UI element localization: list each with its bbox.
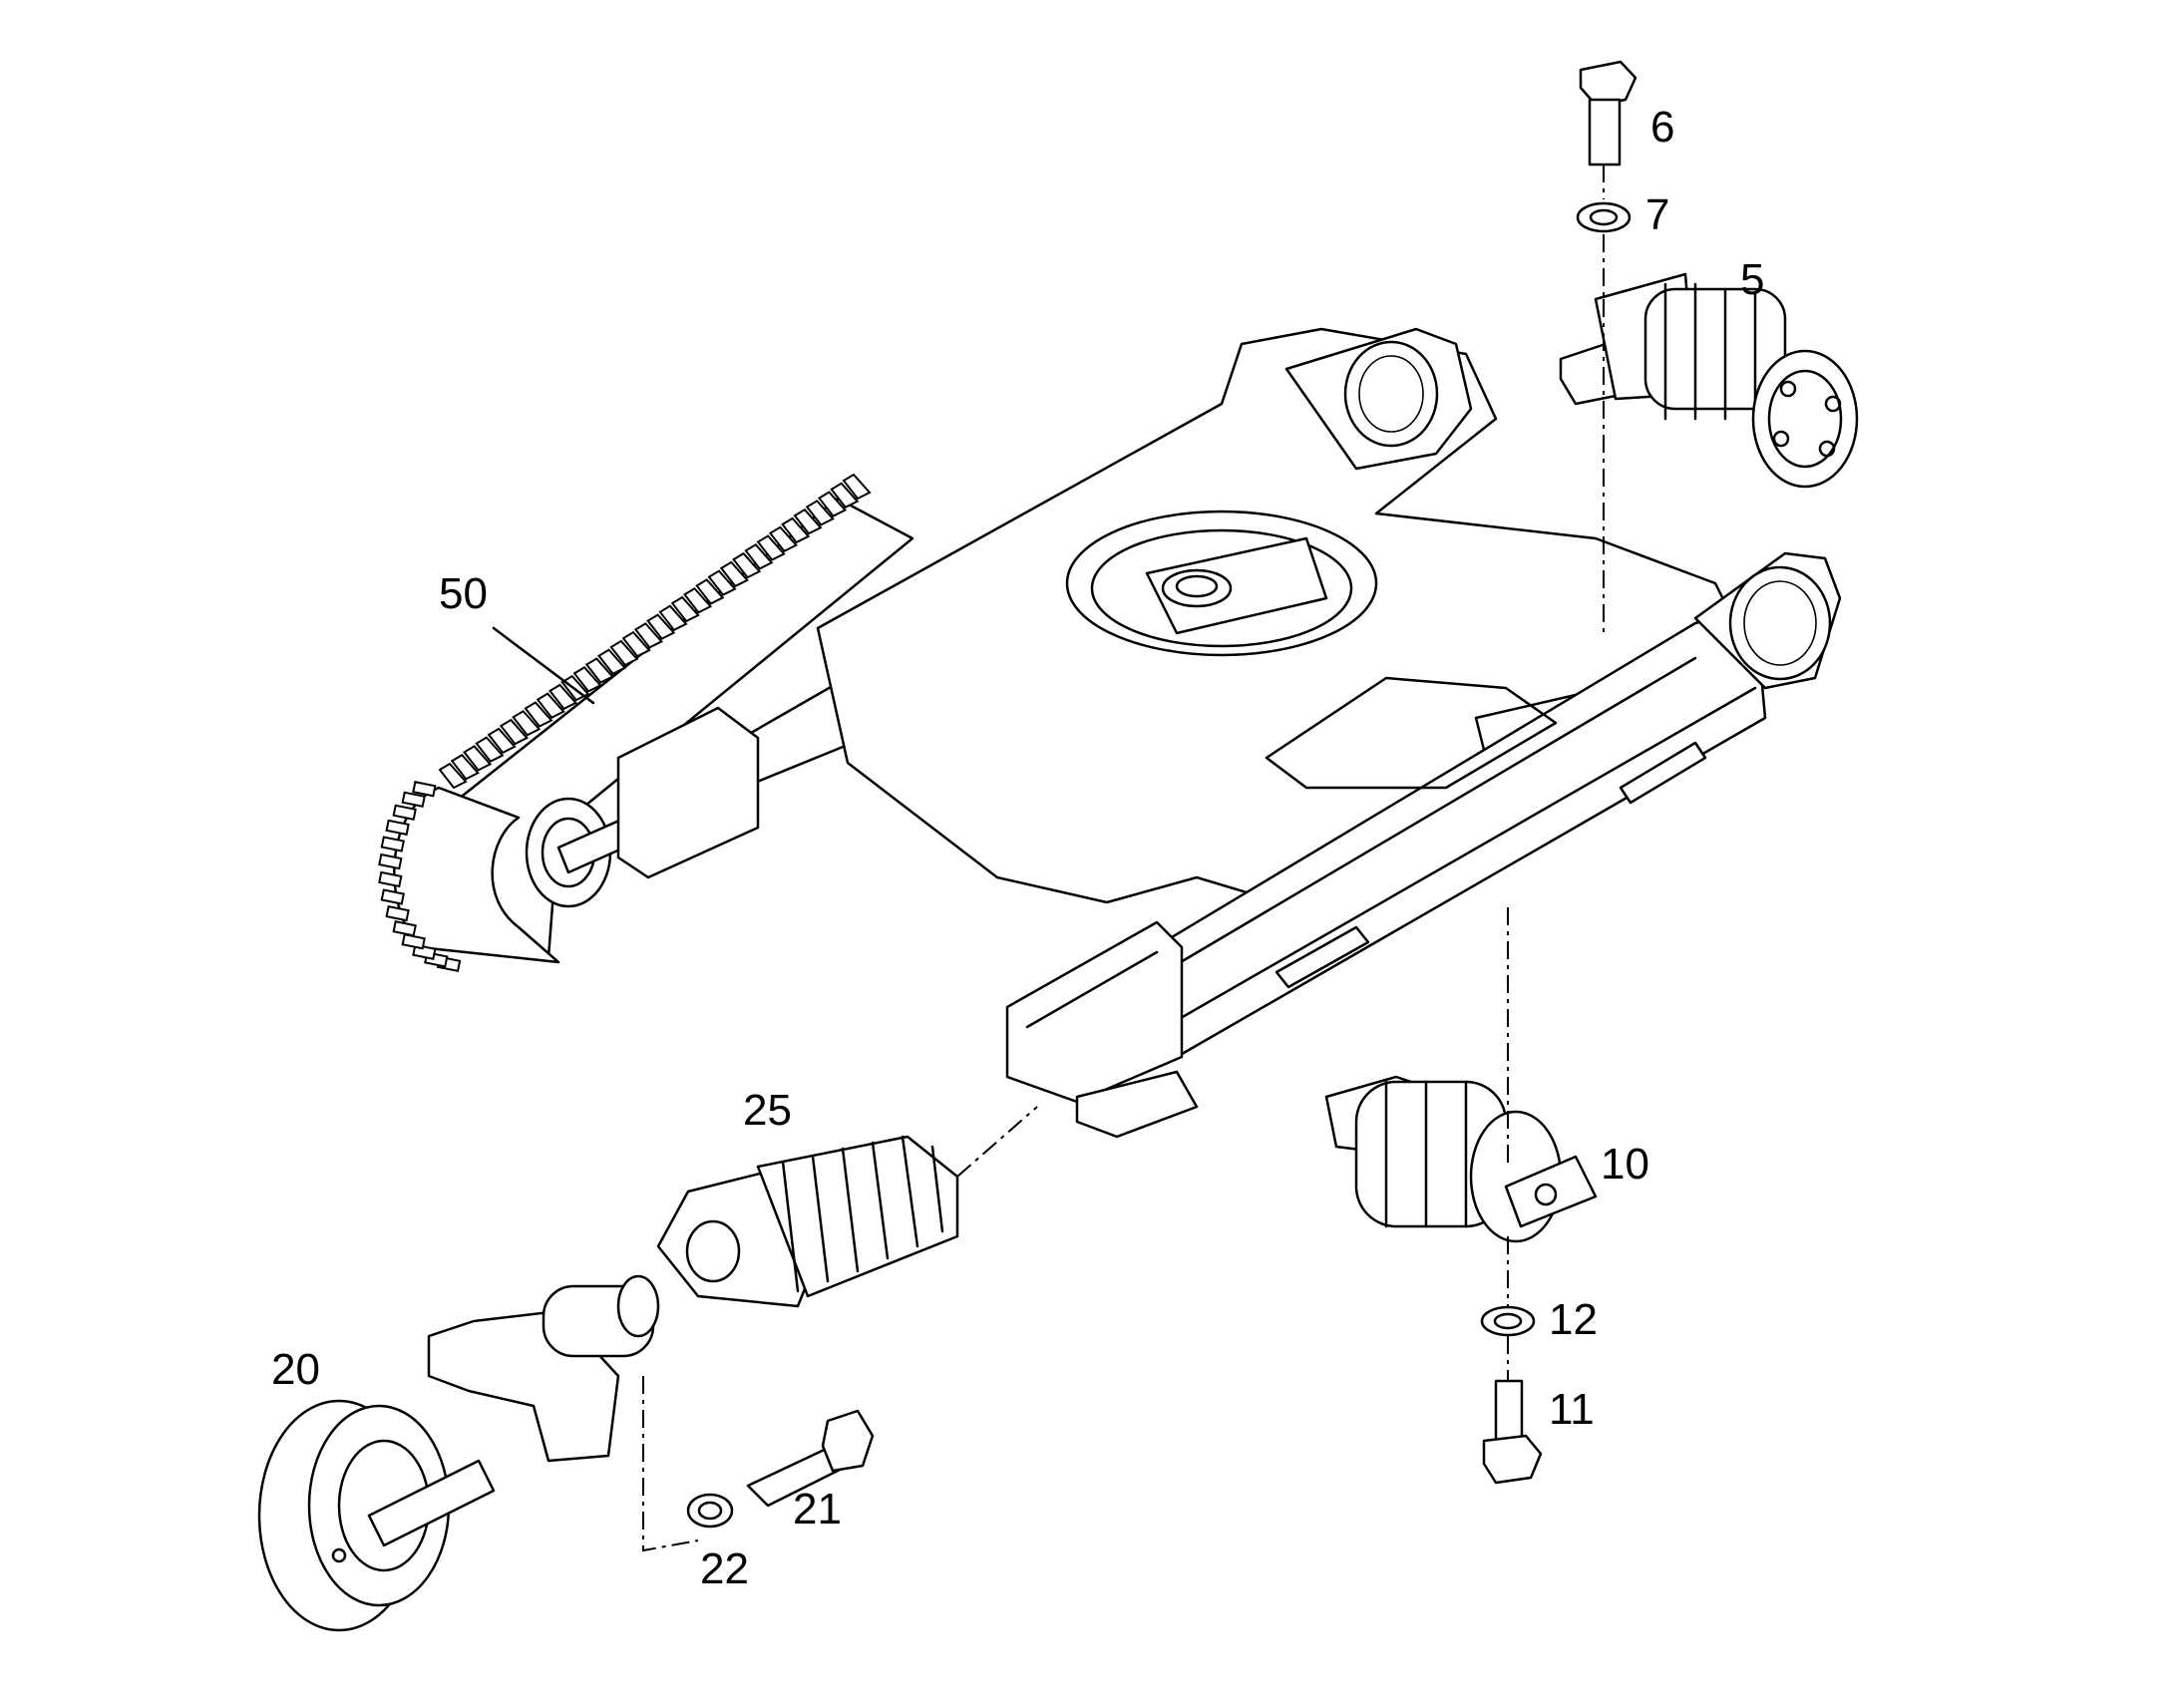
washer-7 — [1576, 201, 1632, 233]
bolt-21 — [746, 1409, 875, 1508]
callout-50: 50 — [439, 569, 488, 618]
carrier-roller — [1559, 272, 1859, 489]
callout-21: 21 — [793, 1485, 842, 1534]
callout-5: 5 — [1740, 255, 1764, 304]
idler-yoke — [427, 1274, 660, 1463]
callout-10: 10 — [1601, 1140, 1649, 1189]
callout-6: 6 — [1650, 103, 1674, 152]
callout-25: 25 — [743, 1086, 792, 1135]
washer-12 — [1480, 1305, 1536, 1337]
callout-20: 20 — [271, 1345, 320, 1394]
bolt-6 — [1579, 60, 1637, 167]
rubber-track — [378, 473, 914, 973]
recoil-spring — [656, 1135, 959, 1308]
idler-wheel — [257, 1399, 496, 1632]
callout-labels: 6 7 5 50 25 10 12 11 20 21 22 — [271, 103, 1764, 1593]
bolt-11 — [1482, 1379, 1543, 1485]
undercarriage-frame — [636, 327, 1842, 1139]
washer-22 — [686, 1493, 734, 1529]
callout-12: 12 — [1549, 1295, 1598, 1344]
track-roller — [1324, 1075, 1598, 1243]
callout-7: 7 — [1645, 190, 1669, 239]
callout-11: 11 — [1549, 1385, 1595, 1434]
callout-22: 22 — [700, 1544, 749, 1593]
assembly-lines — [492, 165, 1605, 1552]
